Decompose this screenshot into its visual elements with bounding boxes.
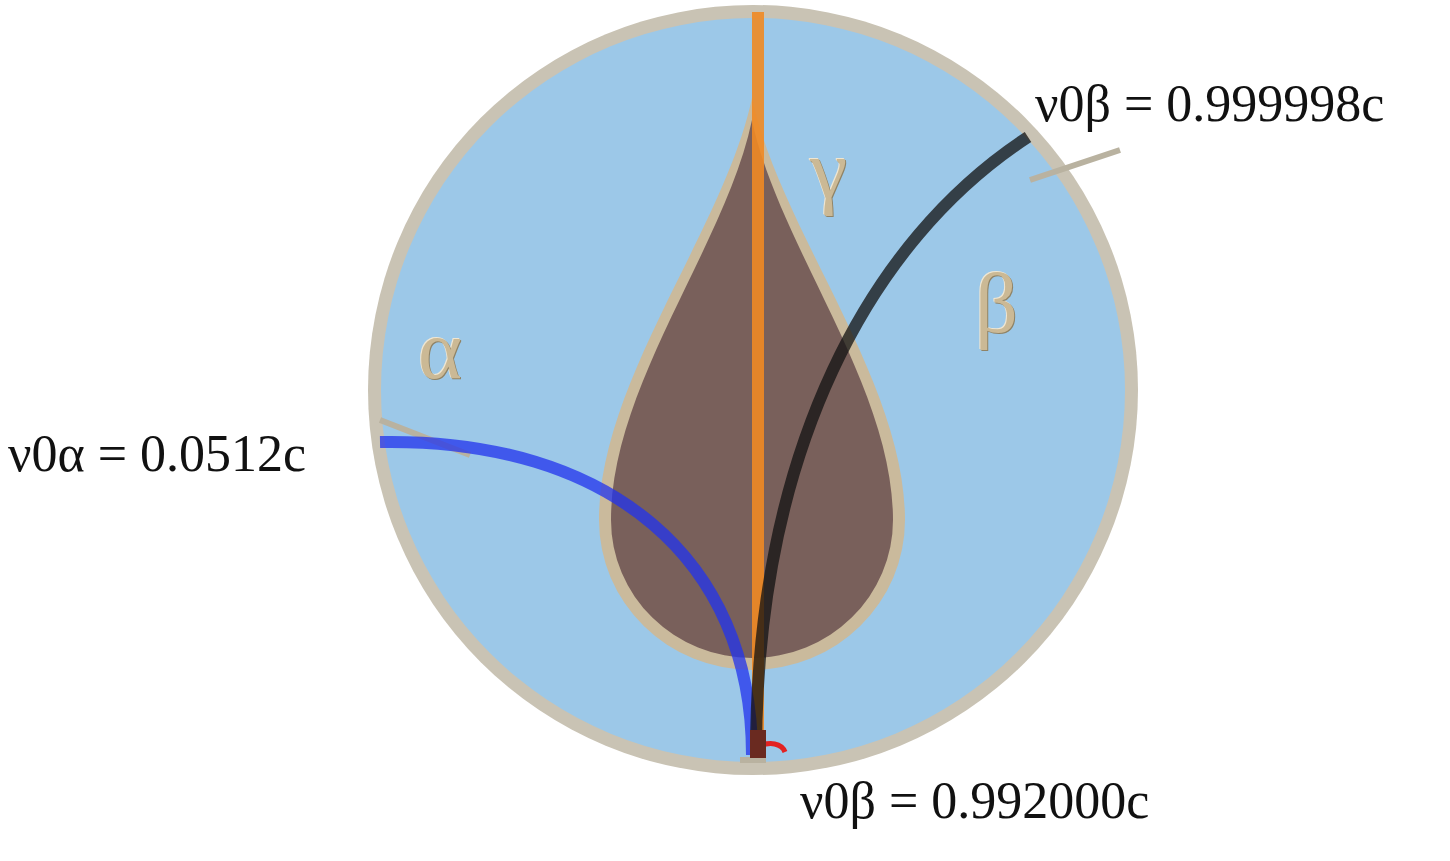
radiation-letter: γ	[810, 128, 847, 212]
velocity-label: ν0β = 0.992000c	[800, 775, 1149, 827]
velocity-label: ν0β = 0.999998c	[1035, 78, 1384, 130]
alpha-track	[380, 442, 752, 755]
badge-groove	[380, 150, 1120, 760]
badge-rim	[368, 5, 1138, 775]
radiation-letter: α	[418, 308, 462, 392]
velocity-label: ν0α = 0.0512c	[8, 428, 306, 480]
beta-track-fast	[756, 137, 1028, 755]
source-block	[750, 730, 766, 758]
radiation-letter: β	[975, 262, 1018, 346]
